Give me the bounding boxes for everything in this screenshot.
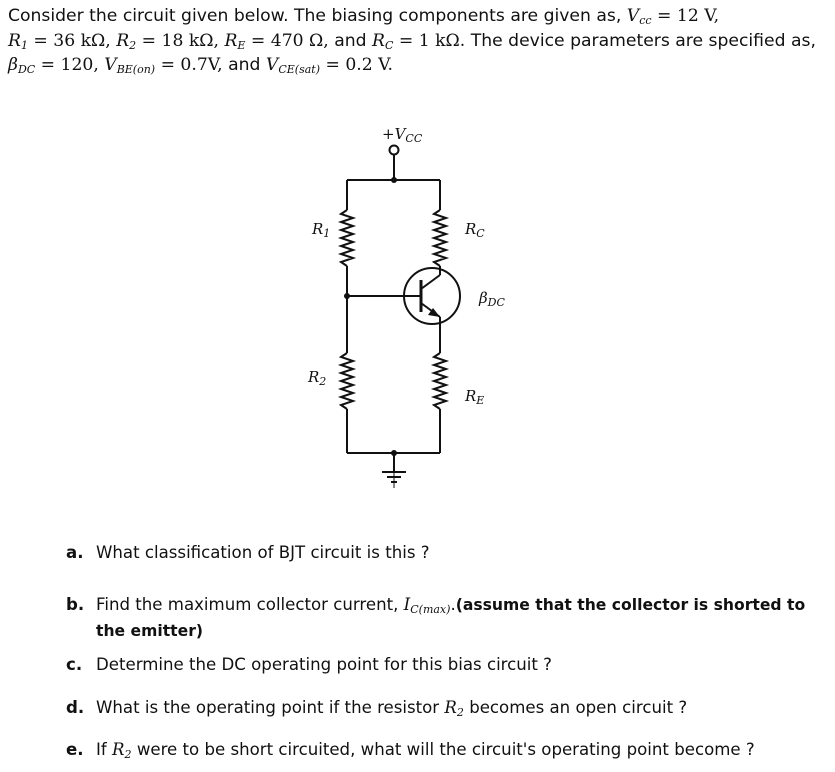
r1-symbol: R1 bbox=[8, 30, 28, 52]
question-e: e. If R2 were to be short circuited, what… bbox=[66, 739, 828, 761]
problem-line-1: Consider the circuit given below. The bi… bbox=[8, 4, 832, 29]
and-text-2: and bbox=[228, 55, 261, 75]
vce-symbol: VCE(sat) bbox=[265, 55, 320, 76]
problem-line-2: R1 = 36 kΩ, R2 = 18 kΩ, RE = 470 Ω, and … bbox=[8, 29, 832, 54]
rc-resistor-icon bbox=[430, 209, 450, 267]
r2-value: = 18 kΩ, bbox=[141, 30, 219, 51]
junction-top bbox=[391, 177, 397, 183]
junction-base bbox=[344, 293, 350, 299]
vcc-terminal-icon bbox=[388, 144, 400, 156]
vbe-value: = 0.7V, bbox=[160, 55, 223, 75]
rc-value: = 1 kΩ. bbox=[398, 30, 466, 51]
beta-symbol: βDC bbox=[8, 55, 36, 76]
vce-value: = 0.2 V. bbox=[325, 55, 393, 75]
problem-line-3: βDC = 120, VBE(on) = 0.7V, and VCE(sat) … bbox=[8, 53, 832, 78]
question-a: a. What classification of BJT circuit is … bbox=[66, 542, 828, 564]
question-c-label: c. bbox=[66, 655, 83, 674]
rc-symbol: RC bbox=[372, 30, 394, 52]
beta-value: = 120, bbox=[40, 55, 99, 75]
re-resistor-icon bbox=[430, 352, 450, 410]
question-c: c. Determine the DC operating point for t… bbox=[66, 654, 828, 676]
params-text: The device parameters are specified as, bbox=[470, 30, 816, 51]
question-b-note-cont: the emitter) bbox=[96, 622, 204, 640]
ground-icon bbox=[382, 471, 406, 488]
r2-symbol-d: R2 bbox=[444, 698, 464, 719]
question-d-post: becomes an open circuit ? bbox=[469, 698, 688, 717]
question-d-label: d. bbox=[66, 698, 85, 717]
intro-text: Consider the circuit given below. The bi… bbox=[8, 6, 622, 26]
question-e-pre: If bbox=[96, 740, 107, 759]
r1-value: = 36 kΩ, bbox=[33, 30, 111, 51]
question-a-text: What classification of BJT circuit is th… bbox=[96, 543, 430, 562]
ic-max-symbol: IC(max) bbox=[403, 595, 451, 616]
and-text: and bbox=[334, 30, 367, 51]
question-d: d. What is the operating point if the res… bbox=[66, 697, 828, 719]
vcc-value: = 12 V, bbox=[657, 6, 720, 26]
collector-lead bbox=[420, 274, 441, 290]
r2-symbol: R2 bbox=[116, 30, 137, 52]
r2-resistor-icon bbox=[337, 352, 357, 410]
r2-label: R2 bbox=[307, 368, 326, 388]
r1-label: R1 bbox=[311, 220, 330, 240]
bjt-circuit-diagram: +VCC R1 R2 RC RE βDC bbox=[307, 125, 505, 488]
question-e-post: were to be short circuited, what will th… bbox=[136, 740, 755, 759]
emitter-arrow-icon bbox=[428, 308, 440, 317]
problem-statement: Consider the circuit given below. The bi… bbox=[8, 4, 832, 78]
vbe-symbol: VBE(on) bbox=[104, 55, 156, 76]
question-d-pre: What is the operating point if the resis… bbox=[96, 698, 440, 717]
question-b: b. Find the maximum collector current, IC… bbox=[66, 594, 828, 642]
question-b-label: b. bbox=[66, 595, 85, 614]
re-value: = 470 Ω, bbox=[250, 30, 329, 51]
question-e-label: e. bbox=[66, 740, 84, 759]
vcc-label: +VCC bbox=[382, 125, 423, 145]
question-a-label: a. bbox=[66, 543, 84, 562]
re-symbol: RE bbox=[224, 30, 246, 52]
r1-resistor-icon bbox=[337, 209, 357, 267]
re-label: RE bbox=[464, 387, 484, 407]
junction-bottom bbox=[391, 450, 397, 456]
question-b-note: (assume that the collector is shorted to bbox=[455, 596, 806, 614]
question-b-text: Find the maximum collector current, bbox=[96, 595, 399, 614]
r2-symbol-e: R2 bbox=[112, 740, 132, 761]
vcc-symbol: Vcc bbox=[626, 6, 652, 27]
rc-label: RC bbox=[464, 220, 485, 240]
beta-label: βDC bbox=[478, 289, 505, 309]
question-b-dot: . bbox=[450, 595, 456, 614]
question-c-text: Determine the DC operating point for thi… bbox=[96, 655, 552, 674]
